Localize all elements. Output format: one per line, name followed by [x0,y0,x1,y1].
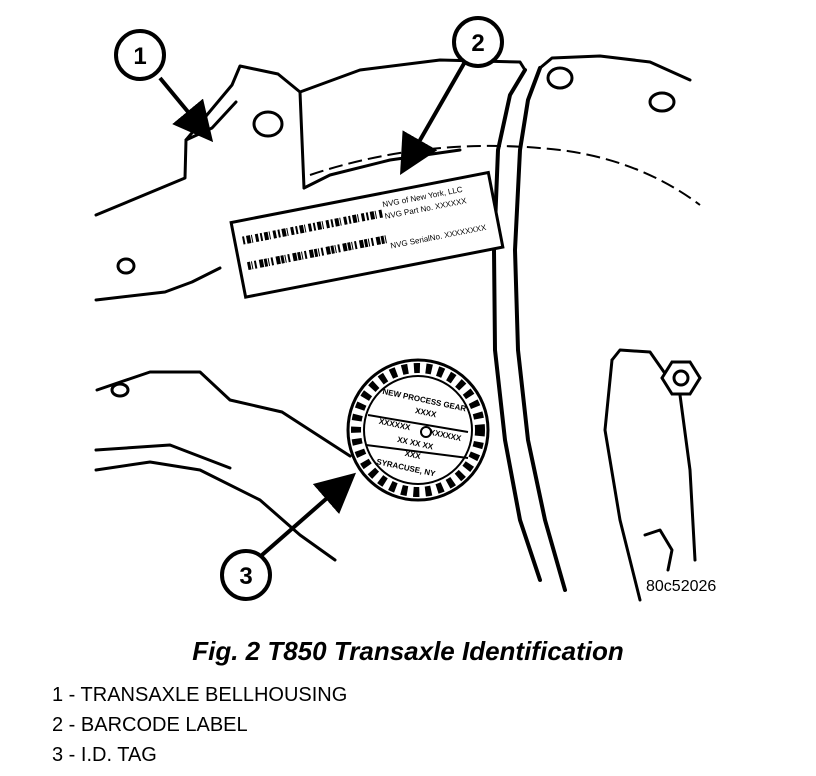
hex-bolt-icon [660,360,702,396]
legend-item: 1 - TRANSAXLE BELLHOUSING [52,684,348,706]
tag-row-1: XXXX [414,406,437,419]
transaxle-illustration: NVG of New York, LLC NVG Part No. XXXXXX… [94,16,702,602]
bolt-hole [252,110,284,138]
svg-text:2: 2 [471,30,484,57]
tag-row-4: XXX [404,449,422,461]
legend: 1 - TRANSAXLE BELLHOUSING 2 - BARCODE LA… [52,680,347,770]
legend-text: I.D. TAG [80,744,157,766]
figure-caption: Fig. 2 T850 Transaxle Identification [192,636,624,666]
bolt-hole [110,382,130,398]
bolt-hole [116,257,136,275]
barcode-icon [242,209,388,271]
legend-number: 1 [52,684,64,706]
svg-text:3: 3 [239,563,252,590]
legend-item: 3 - I.D. TAG [52,744,157,766]
legend-text: BARCODE LABEL [80,714,248,736]
bellhousing-outline [94,54,697,602]
barcode-label: NVG of New York, LLC NVG Part No. XXXXXX… [229,170,505,299]
svg-text:1: 1 [133,43,146,70]
legend-item: 2 - BARCODE LABEL [52,714,248,736]
callout-1: 1 [114,29,166,81]
figure-id: 80c52026 [646,578,717,595]
flange-arc [309,144,701,206]
legend-number: 2 [52,714,64,736]
legend-text: TRANSAXLE BELLHOUSING [80,684,348,706]
id-tag: NEW PROCESS GEAR XXXX XXXXXX XXXXXX XX X… [346,358,490,502]
callout-leaders [158,59,468,557]
legend-number: 3 [52,744,64,766]
rivet-icon [420,426,432,438]
callout-3: 3 [220,549,272,601]
bolt-hole [648,91,676,113]
bolt-hole [546,66,574,90]
callout-2: 2 [452,16,504,68]
